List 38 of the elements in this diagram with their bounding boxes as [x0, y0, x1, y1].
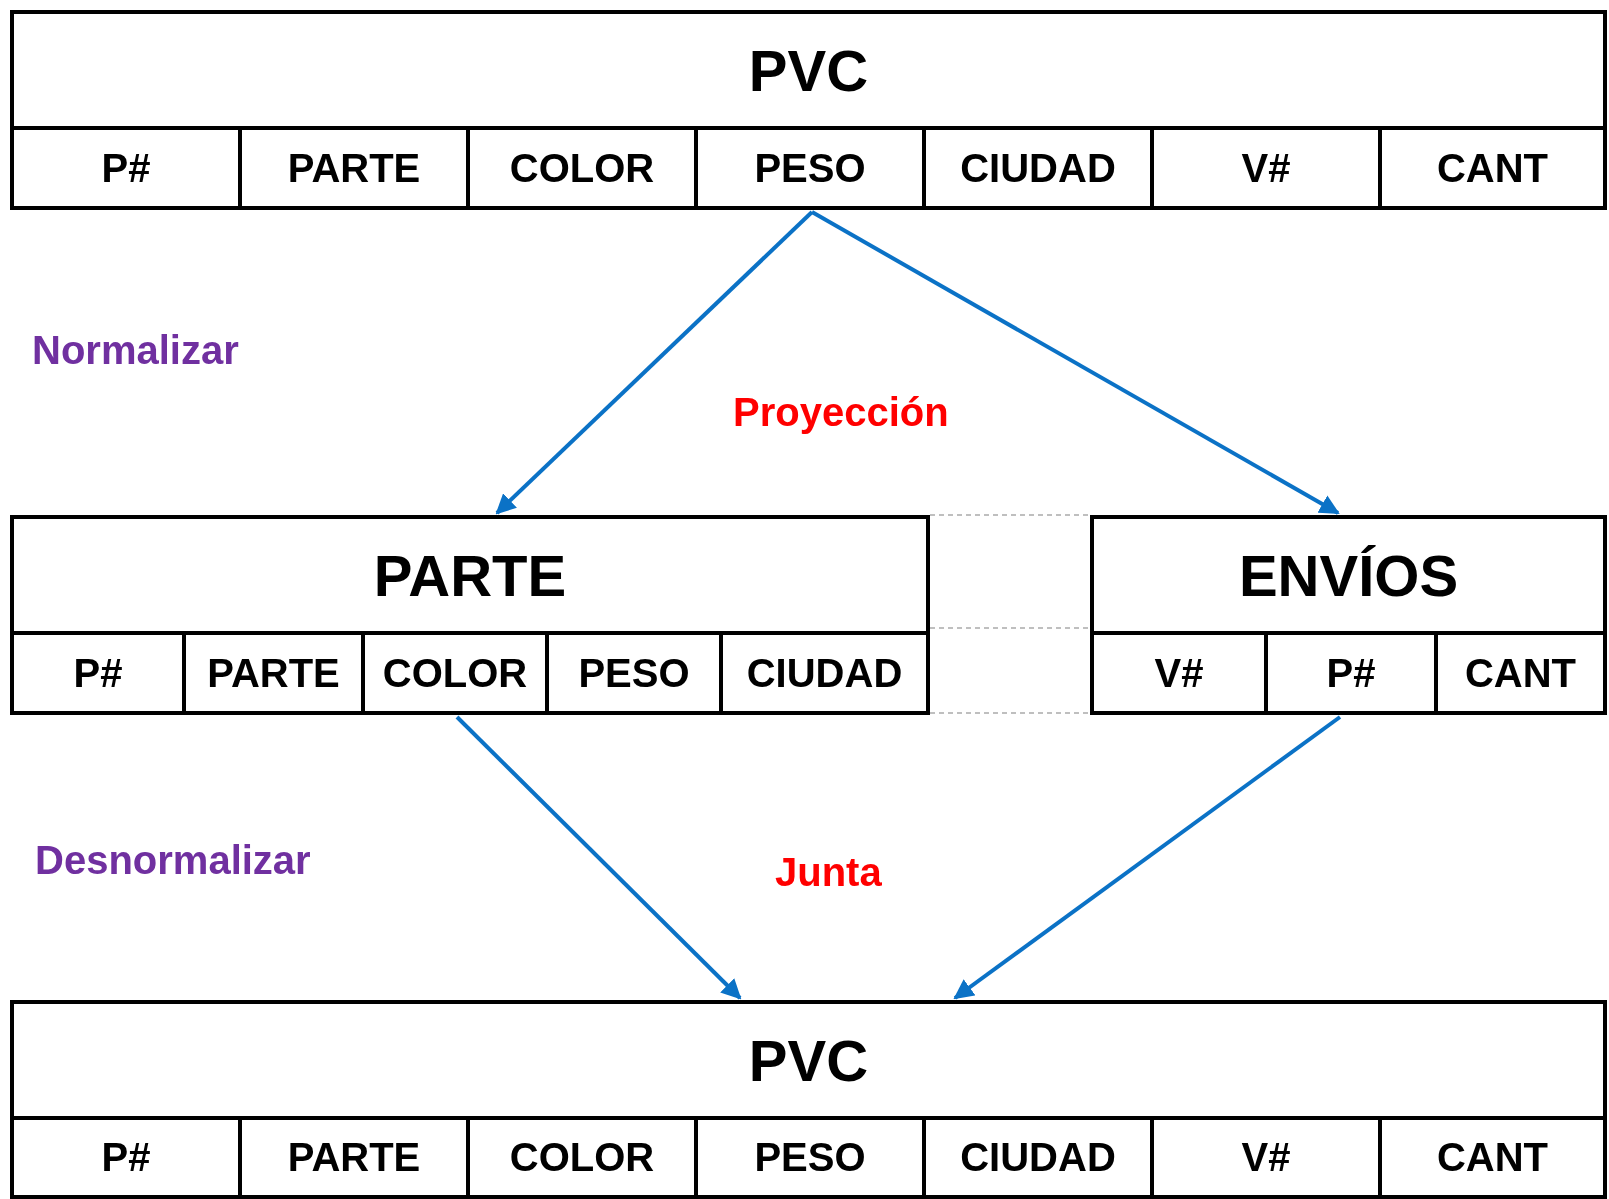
- table-title: PARTE: [14, 519, 926, 635]
- table-cell: PARTE: [238, 130, 466, 206]
- table-cell: CIUDAD: [922, 1120, 1150, 1195]
- table-cell: CANT: [1434, 635, 1603, 711]
- table-cell: P#: [14, 130, 238, 206]
- arrow: [811, 210, 1340, 515]
- operation-label: Desnormalizar: [35, 838, 311, 883]
- table-cell: CIUDAD: [922, 130, 1150, 206]
- relation-table: [10, 10, 1607, 210]
- table-cell: CIUDAD: [719, 635, 926, 711]
- table-cell: CANT: [1378, 130, 1603, 206]
- table-cell: P#: [14, 635, 182, 711]
- table-cell: COLOR: [361, 635, 545, 711]
- arrow: [455, 715, 742, 1000]
- table-cell: V#: [1150, 1120, 1378, 1195]
- relation-table: [10, 1000, 1607, 1199]
- table-cell: CANT: [1378, 1120, 1603, 1195]
- operation-label: Normalizar: [32, 328, 239, 373]
- table-cell: PARTE: [238, 1120, 466, 1195]
- table-cell: PESO: [545, 635, 719, 711]
- table-cell: P#: [14, 1120, 238, 1195]
- relation-table: [10, 515, 930, 715]
- table-cell: P#: [1264, 635, 1434, 711]
- table-cell: V#: [1094, 635, 1264, 711]
- arrow: [953, 715, 1342, 1000]
- operation-label: Proyección: [733, 390, 949, 435]
- table-cell: PESO: [694, 1120, 922, 1195]
- table-title: PVC: [14, 14, 1603, 130]
- table-title: PVC: [14, 1004, 1603, 1120]
- relation-table: [1090, 515, 1607, 715]
- table-cell: PARTE: [182, 635, 361, 711]
- arrow: [495, 210, 814, 515]
- table-cell: COLOR: [466, 130, 694, 206]
- table-title: ENVÍOS: [1094, 519, 1603, 635]
- table-cell: V#: [1150, 130, 1378, 206]
- operation-label: Junta: [775, 850, 882, 895]
- table-cell: COLOR: [466, 1120, 694, 1195]
- table-cell: PESO: [694, 130, 922, 206]
